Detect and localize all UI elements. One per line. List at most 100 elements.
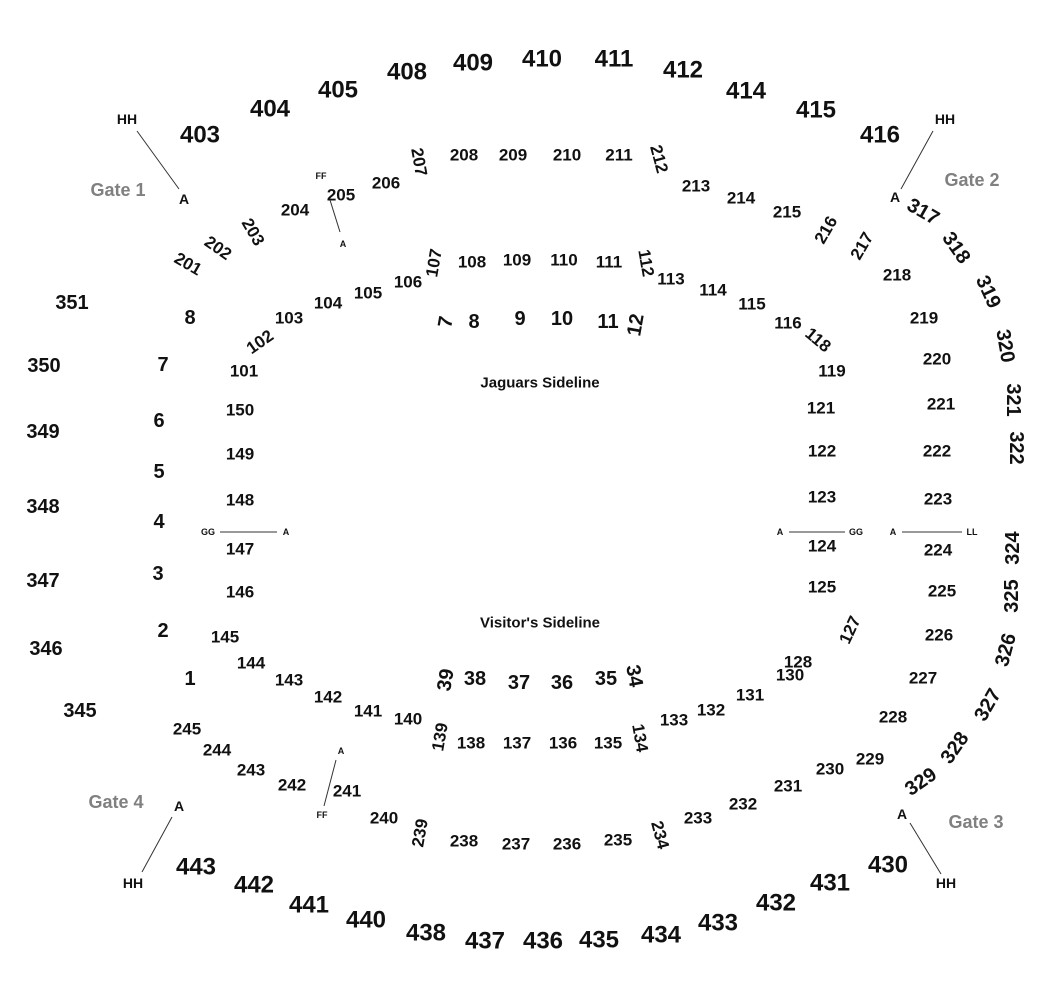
section-317[interactable]: 317 [903,194,943,230]
section-232[interactable]: 232 [729,795,757,814]
section-233[interactable]: 233 [684,809,712,828]
section-137[interactable]: 137 [503,734,531,753]
section-234[interactable]: 234 [647,819,673,852]
section-138[interactable]: 138 [457,734,485,753]
section-111[interactable]: 111 [596,253,623,272]
section-104[interactable]: 104 [314,294,343,313]
section-328[interactable]: 328 [936,728,973,768]
section-106[interactable]: 106 [394,273,422,292]
section-326[interactable]: 326 [991,631,1021,669]
section-349[interactable]: 349 [26,421,59,443]
section-150[interactable]: 150 [226,401,254,420]
section-119[interactable]: 119 [818,362,845,381]
section-442[interactable]: 442 [234,872,274,899]
section-225[interactable]: 225 [928,582,956,601]
section-440[interactable]: 440 [346,907,386,934]
section-207[interactable]: 207 [407,146,431,177]
section-149[interactable]: 149 [226,445,254,464]
section-327[interactable]: 327 [970,685,1006,725]
section-351[interactable]: 351 [55,292,88,314]
section-220[interactable]: 220 [923,350,951,369]
section-350[interactable]: 350 [27,355,60,377]
section-102[interactable]: 102 [243,326,277,358]
section-226[interactable]: 226 [925,626,953,645]
section-441[interactable]: 441 [289,892,329,919]
section-319[interactable]: 319 [971,272,1005,312]
field-section-35[interactable]: 35 [595,668,617,690]
section-348[interactable]: 348 [26,496,59,518]
section-124[interactable]: 124 [808,537,837,556]
section-212[interactable]: 212 [646,143,672,175]
section-436[interactable]: 436 [523,928,563,955]
section-115[interactable]: 115 [738,295,765,314]
section-139[interactable]: 139 [428,721,452,752]
section-142[interactable]: 142 [314,688,342,707]
section-208[interactable]: 208 [450,146,478,165]
section-221[interactable]: 221 [927,395,955,414]
section-443[interactable]: 443 [176,854,216,881]
field-section-39[interactable]: 39 [433,667,459,693]
section-437[interactable]: 437 [465,928,505,955]
section-347[interactable]: 347 [26,570,59,592]
section-325[interactable]: 325 [1001,579,1023,612]
field-section-8[interactable]: 8 [468,311,479,333]
field-section-34[interactable]: 34 [621,663,647,690]
field-section-9[interactable]: 9 [514,308,525,330]
section-430[interactable]: 430 [868,852,908,879]
field-section-36[interactable]: 36 [551,672,573,694]
section-213[interactable]: 213 [682,177,710,196]
section-143[interactable]: 143 [275,671,303,690]
section-121[interactable]: 121 [807,399,835,418]
section-114[interactable]: 114 [699,281,727,300]
section-123[interactable]: 123 [808,488,836,507]
section-329[interactable]: 329 [901,763,941,800]
section-210[interactable]: 210 [553,146,581,165]
field-section-8[interactable]: 8 [184,307,195,329]
section-414[interactable]: 414 [726,78,767,105]
section-134[interactable]: 134 [628,722,652,754]
section-125[interactable]: 125 [808,578,836,597]
section-240[interactable]: 240 [370,809,398,828]
section-321[interactable]: 321 [1002,383,1024,416]
field-section-7[interactable]: 7 [434,315,458,330]
section-145[interactable]: 145 [211,628,239,647]
section-415[interactable]: 415 [796,97,836,124]
field-section-7[interactable]: 7 [157,354,168,376]
field-section-38[interactable]: 38 [464,668,486,690]
section-141[interactable]: 141 [354,702,382,721]
section-219[interactable]: 219 [910,309,938,328]
section-144[interactable]: 144 [237,654,266,673]
section-148[interactable]: 148 [226,491,254,510]
section-243[interactable]: 243 [237,761,265,780]
section-202[interactable]: 202 [201,232,235,264]
field-section-3[interactable]: 3 [152,563,163,585]
section-105[interactable]: 105 [354,284,382,303]
section-324[interactable]: 324 [1002,530,1024,564]
section-416[interactable]: 416 [860,122,900,149]
section-131[interactable]: 131 [736,686,764,705]
section-133[interactable]: 133 [660,711,688,730]
section-147[interactable]: 147 [226,540,254,559]
field-section-6[interactable]: 6 [153,410,164,432]
section-412[interactable]: 412 [663,57,703,84]
section-215[interactable]: 215 [773,203,801,222]
section-211[interactable]: 211 [605,146,632,165]
section-235[interactable]: 235 [604,831,632,850]
section-434[interactable]: 434 [641,922,682,949]
section-435[interactable]: 435 [579,927,619,954]
section-230[interactable]: 230 [816,760,844,779]
section-201[interactable]: 201 [171,249,205,280]
section-227[interactable]: 227 [909,669,937,688]
section-322[interactable]: 322 [1005,431,1027,464]
section-101[interactable]: 101 [230,362,258,381]
section-130[interactable]: 130 [776,666,804,685]
section-244[interactable]: 244 [203,741,232,760]
section-122[interactable]: 122 [808,442,836,461]
section-241[interactable]: 241 [333,782,361,801]
section-409[interactable]: 409 [453,50,493,77]
section-346[interactable]: 346 [29,638,62,660]
section-128[interactable]: 128 [784,653,812,672]
field-section-12[interactable]: 12 [623,312,649,338]
section-216[interactable]: 216 [811,213,842,247]
field-section-37[interactable]: 37 [508,672,530,694]
